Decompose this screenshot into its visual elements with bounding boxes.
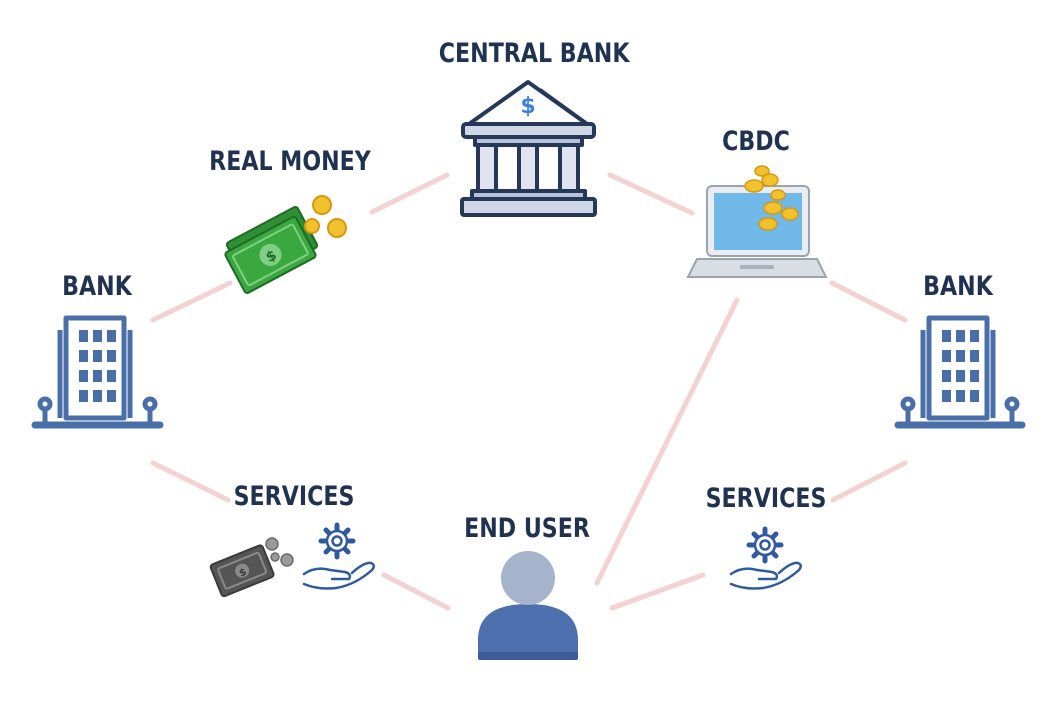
connector-services-enduser-right [609, 572, 706, 611]
connectors [150, 172, 908, 611]
cbdc-label: CBDC [722, 126, 790, 157]
hand-gear-icon-left [302, 522, 375, 590]
office-building-icon-right [894, 315, 1026, 429]
svg-text:$: $ [238, 567, 249, 580]
connector-central-realmoney [369, 172, 450, 215]
connector-bankright-services [830, 460, 908, 503]
bank-right-label: BANK [923, 271, 993, 302]
connector-cbdc-bankright [829, 280, 908, 323]
laptop-coins-icon [686, 165, 828, 278]
connector-services-enduser-left [381, 572, 451, 611]
end-user-label: END USER [464, 513, 590, 544]
gray-cash-icon: $ [209, 537, 294, 598]
hand-gear-icon-right [729, 526, 802, 590]
user-avatar-icon [478, 551, 578, 660]
real-money-label: REAL MONEY [209, 146, 371, 177]
services-right-label: SERVICES [705, 483, 827, 514]
central-bank-label: CENTRAL BANK [438, 38, 630, 69]
cash-money-icon: $ [224, 195, 347, 294]
connector-central-cbdc [607, 172, 695, 216]
office-building-icon-left [31, 315, 164, 429]
bank-left-label: BANK [62, 271, 132, 302]
svg-text:$: $ [520, 94, 535, 119]
bank-building-icon: $ [460, 80, 597, 217]
connector-bankleft-services [150, 460, 231, 503]
services-left-label: SERVICES [233, 481, 355, 512]
connector-cbdc-enduser [594, 297, 740, 586]
connector-realmoney-bankleft [150, 280, 233, 323]
